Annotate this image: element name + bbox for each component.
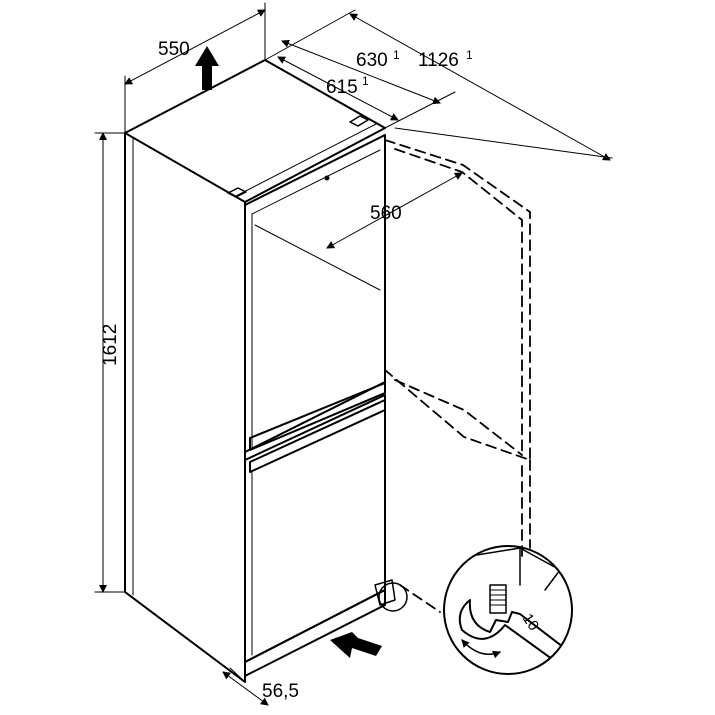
upper-door-swing-outline xyxy=(384,139,531,461)
foot-callout-circle xyxy=(378,582,408,612)
depth-open-label: 1126 xyxy=(418,50,459,71)
detail-cabinet-edge xyxy=(445,547,561,591)
width-label: 550 xyxy=(158,39,190,60)
width-dimension-line xyxy=(124,9,266,85)
wrench-icon xyxy=(458,599,572,673)
plinth-dimension-line xyxy=(222,671,269,706)
upper-door-swing-bottom xyxy=(394,379,523,456)
dimension-labels: 550 630 1 1126 1 615 1 560 1612 56,5 xyxy=(100,39,473,702)
door-clearance-label: 560 xyxy=(370,203,402,224)
foot-leader-dashed xyxy=(399,584,441,613)
fridge-body xyxy=(124,59,386,683)
door-clearance-dimension-line xyxy=(326,172,463,249)
lower-door xyxy=(244,394,386,663)
detail-circle xyxy=(443,545,573,675)
plinth xyxy=(244,589,386,677)
top-hinge-left xyxy=(227,187,247,198)
plinth-ext xyxy=(229,667,246,683)
depth-body-label: 615 xyxy=(326,77,358,98)
depth-total-label: 630 xyxy=(356,50,388,71)
height-label: 1612 xyxy=(100,324,121,366)
depth-open-dimension-line xyxy=(349,13,611,161)
dimension-lines xyxy=(94,2,613,706)
depth-body-sup: 1 xyxy=(362,74,369,88)
top-edge-line xyxy=(235,123,377,197)
fridge-side-panel xyxy=(124,132,246,683)
foot-adjust-detail: 10 xyxy=(443,545,573,675)
depth-ext-front xyxy=(384,91,456,129)
fridge-doors xyxy=(244,134,396,677)
upper-door-swing-inner xyxy=(394,148,523,456)
up-arrow-icon xyxy=(195,46,219,90)
door-clearance-ext xyxy=(254,224,381,291)
upper-door xyxy=(244,134,386,453)
door-swing-outline xyxy=(384,139,531,613)
plinth-gap-label: 56,5 xyxy=(262,681,299,702)
door-lock xyxy=(324,175,330,181)
right-arrow-icon xyxy=(330,632,382,658)
upper-door-handle xyxy=(249,382,386,451)
detail-foot-thread xyxy=(489,584,507,614)
upper-door-edge xyxy=(251,149,381,215)
lower-door-handle xyxy=(249,399,386,473)
depth-total-sup: 1 xyxy=(393,48,400,62)
wrench-size-label: 10 xyxy=(519,611,542,634)
rotate-arrow-icon xyxy=(461,639,501,659)
depth-open-sup: 1 xyxy=(466,48,473,62)
depth-ext-back xyxy=(264,9,356,61)
